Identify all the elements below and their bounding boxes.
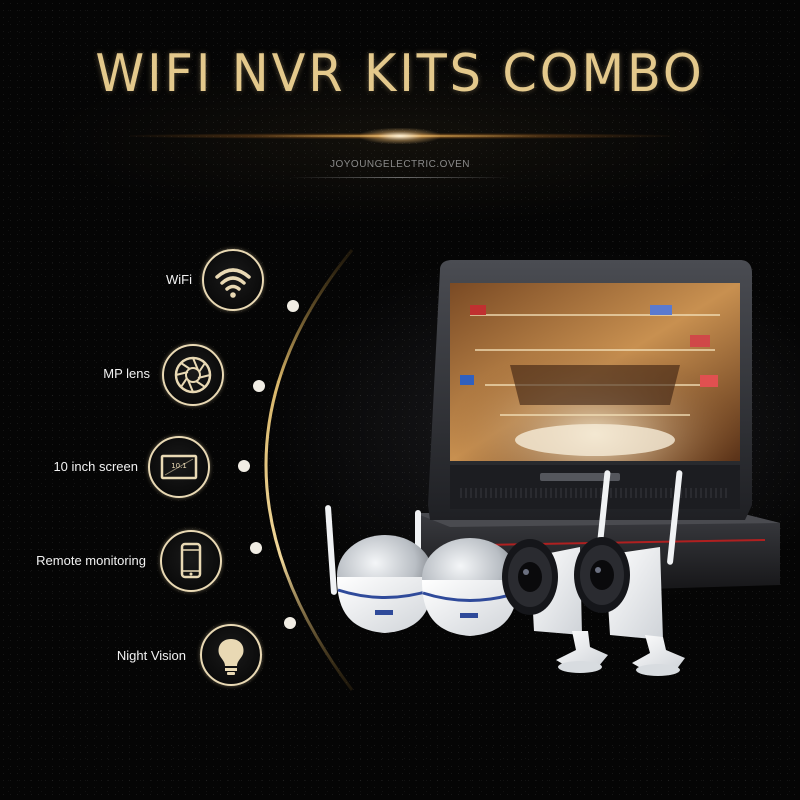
arc-dot xyxy=(250,542,262,554)
screen-size-badge: 10.1 xyxy=(171,462,187,470)
dome-camera xyxy=(422,538,518,636)
arc-dot xyxy=(253,380,265,392)
dome-camera xyxy=(337,535,433,633)
feature-label: Night Vision xyxy=(116,648,186,663)
antenna xyxy=(667,470,683,565)
feature-label: WiFi xyxy=(166,272,192,287)
feature-label: 10 inch screen xyxy=(53,459,138,474)
antenna xyxy=(325,505,337,595)
light-bulb-icon xyxy=(200,624,262,686)
arc-dot xyxy=(287,300,299,312)
wifi-icon xyxy=(202,249,264,311)
feature-label: MP lens xyxy=(103,366,150,381)
lens-aperture-icon xyxy=(162,344,224,406)
banner-title: WIFI NVR KITS COMBO xyxy=(95,44,705,104)
arc-dot xyxy=(238,460,250,472)
subtitle-underline xyxy=(290,177,510,178)
arc-dot xyxy=(284,617,296,629)
nvr-kit-product-image xyxy=(325,260,780,676)
bullet-camera xyxy=(502,539,608,673)
brand-subtitle: JOYOUNGELECTRIC.OVEN xyxy=(329,159,471,170)
light-flare-core xyxy=(360,128,440,144)
smartphone-icon xyxy=(160,530,222,592)
screen-icon: 10.1 xyxy=(148,436,210,498)
feature-label: Remote monitoring xyxy=(36,553,146,568)
bullet-camera xyxy=(574,537,685,676)
